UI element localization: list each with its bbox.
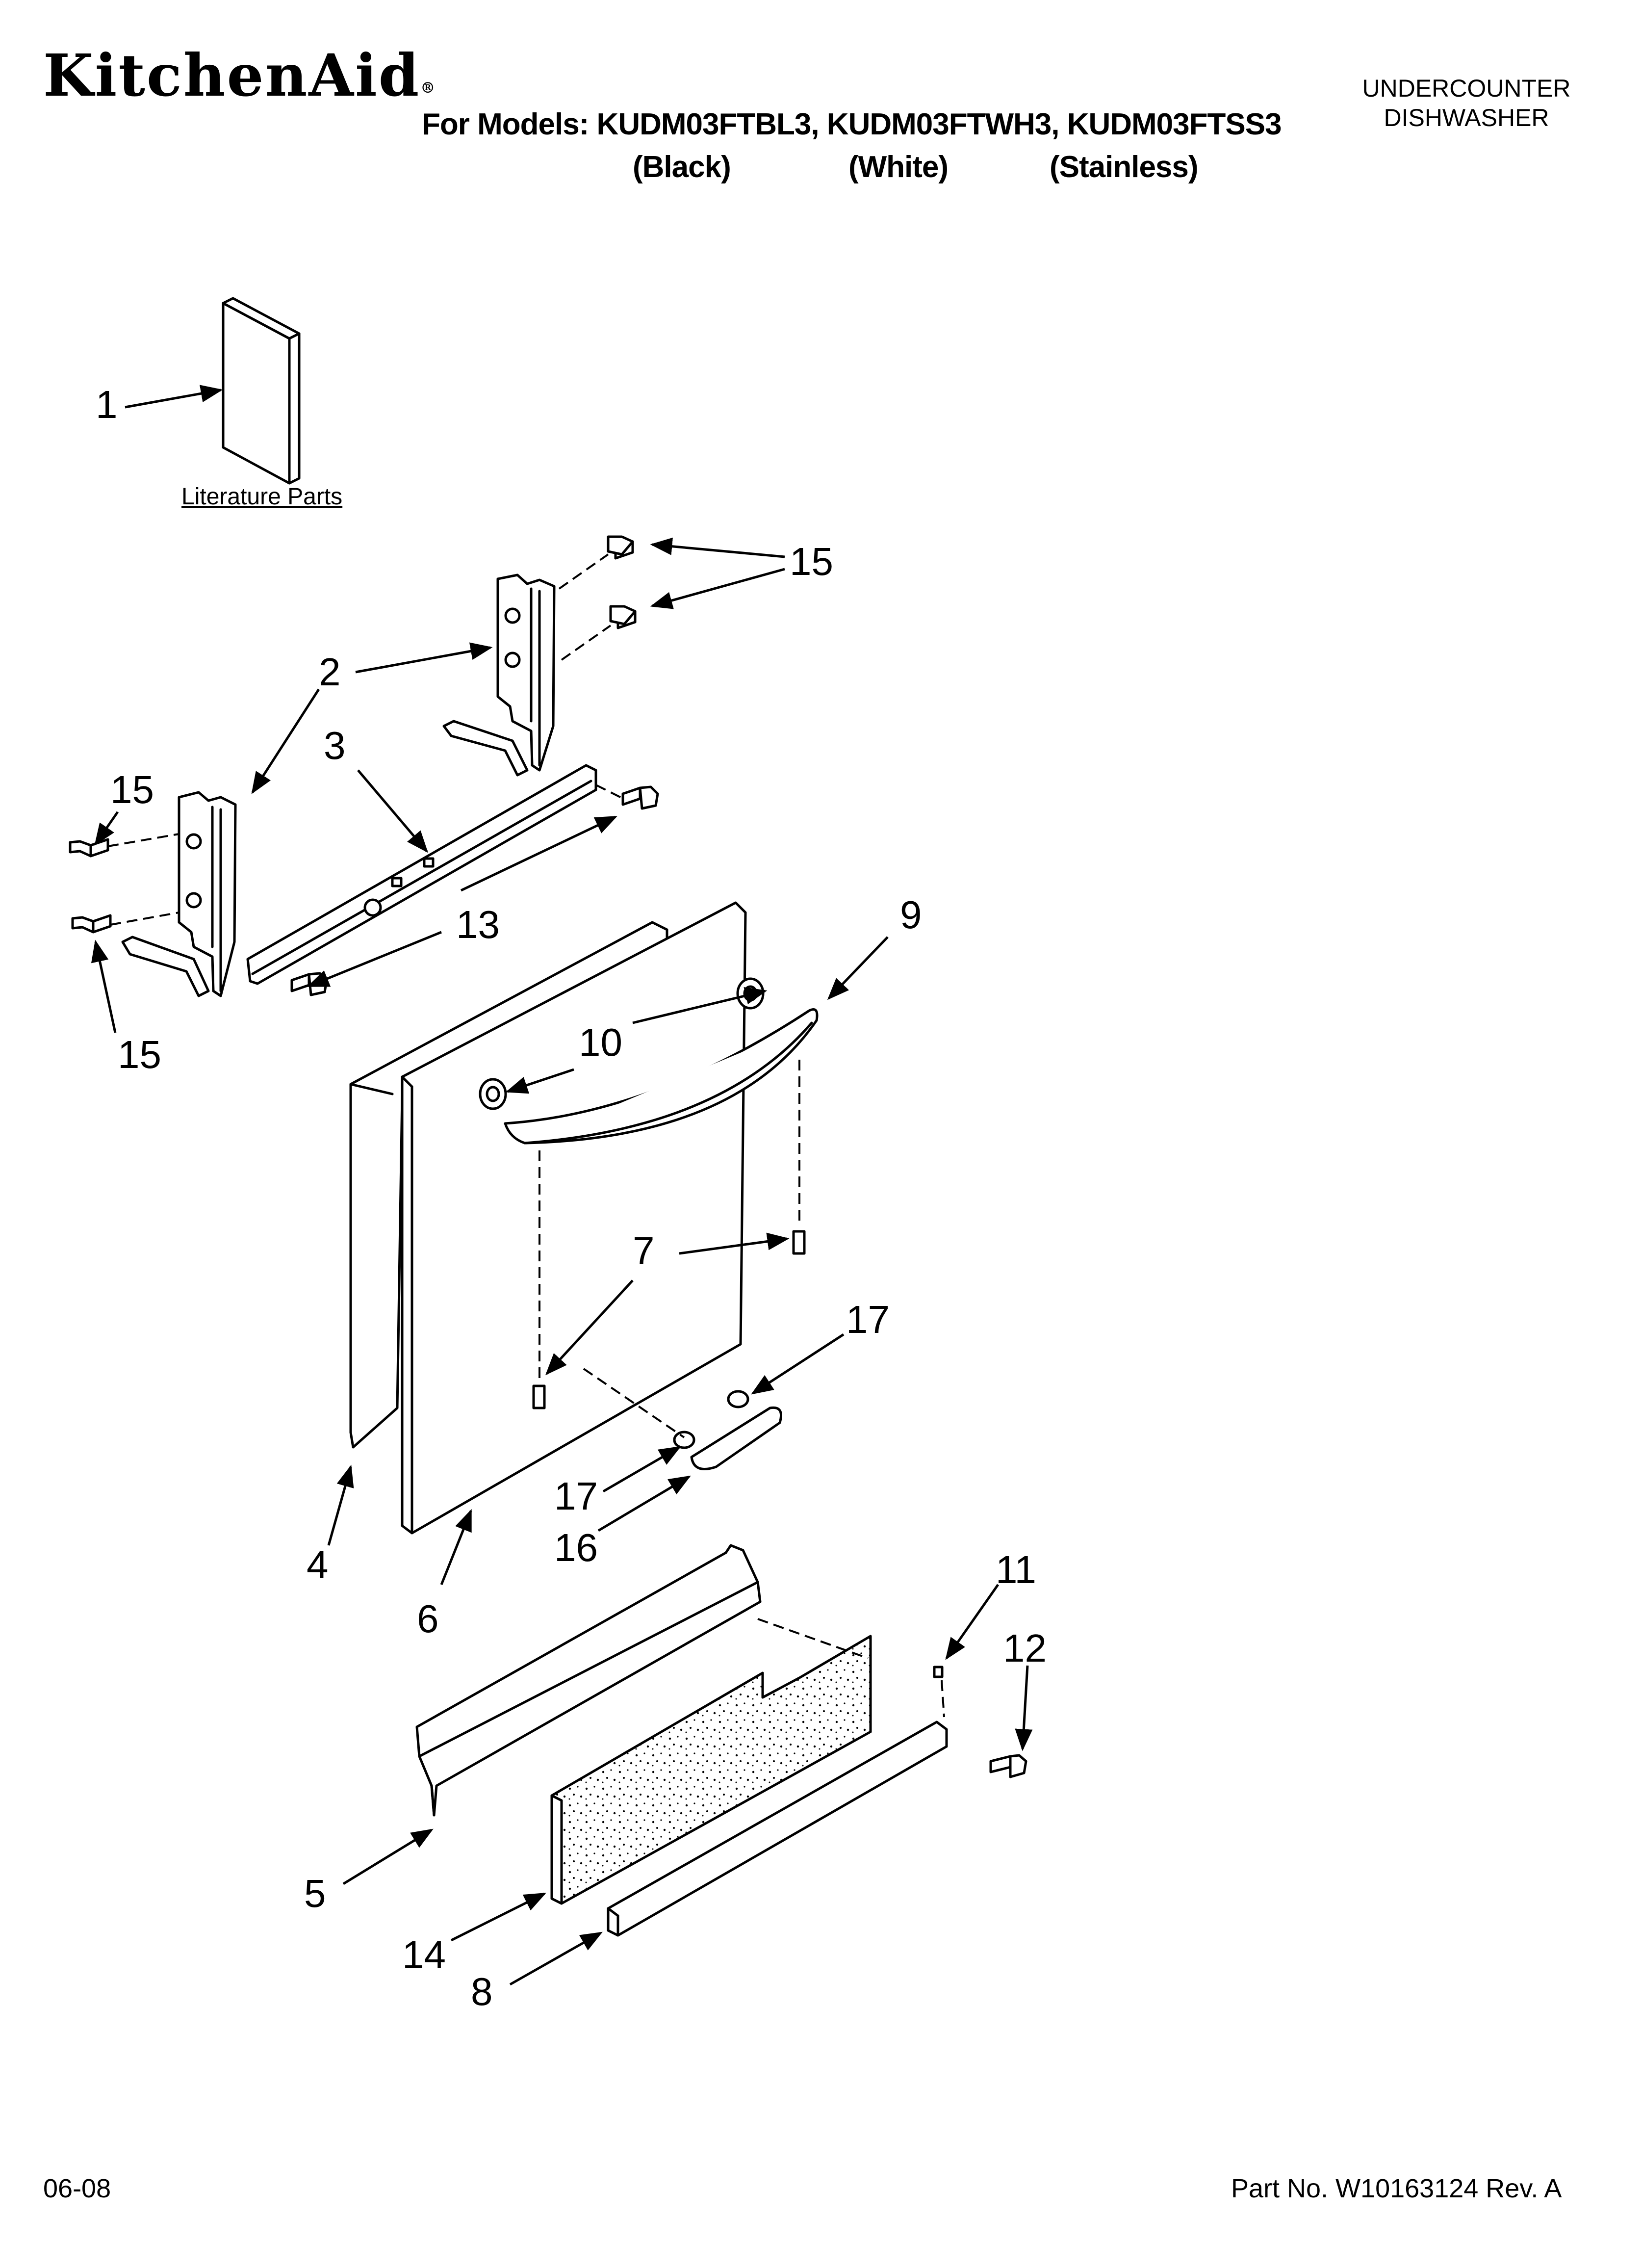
callout-1: 1 — [96, 383, 118, 426]
callout-14: 14 — [402, 1933, 446, 1977]
handle-spacer-lower — [479, 1078, 507, 1110]
door-handle — [504, 1008, 819, 1145]
callout-9: 9 — [900, 893, 922, 937]
footer-part-number: Part No. W10163124 Rev. A — [1231, 2174, 1562, 2203]
mounting-bracket-right — [442, 574, 556, 777]
screw-13-right — [621, 785, 659, 810]
callout-17-right: 17 — [846, 1298, 890, 1341]
product-type-line-2: DISHWASHER — [1384, 104, 1549, 131]
callout-12: 12 — [1003, 1626, 1047, 1670]
brand-logo: KitchenAid® — [43, 47, 436, 104]
screw-15-left-a — [69, 838, 109, 858]
outer-door-panel — [401, 901, 747, 1535]
callout-13: 13 — [456, 903, 500, 946]
callout-16: 16 — [554, 1526, 598, 1569]
literature-parts-label: Literature Parts — [181, 484, 343, 510]
callout-15-upper: 15 — [790, 540, 833, 583]
product-type: UNDERCOUNTER DISHWASHER — [1344, 74, 1589, 132]
screw-12 — [989, 1754, 1027, 1778]
kick-plate-strip — [607, 1721, 948, 1937]
stud-7-right — [792, 1230, 806, 1255]
callout-17-left: 17 — [554, 1474, 598, 1518]
screw-13-left — [290, 972, 328, 996]
variant-stainless: (Stainless) — [1050, 150, 1199, 184]
clip-11 — [933, 1666, 944, 1678]
callout-10: 10 — [579, 1020, 622, 1064]
brand-registered-mark: ® — [420, 79, 437, 97]
callout-4: 4 — [307, 1543, 329, 1587]
variant-white: (White) — [848, 150, 949, 184]
nut-17-left — [673, 1431, 695, 1449]
callout-5: 5 — [304, 1872, 326, 1915]
foam-insulation — [550, 1635, 872, 1905]
toe-panel — [415, 1544, 762, 1817]
callout-11: 11 — [996, 1548, 1037, 1591]
nut-17-right — [727, 1390, 749, 1408]
variant-black: (Black) — [633, 150, 731, 184]
brand-name: KitchenAid — [43, 41, 421, 109]
callout-6: 6 — [417, 1597, 439, 1641]
callout-2: 2 — [319, 650, 341, 694]
callout-8: 8 — [471, 1970, 493, 2013]
screw-15-left-b — [71, 914, 112, 934]
models-line: For Models: KUDM03FTBL3, KUDM03FTWH3, KU… — [422, 107, 1282, 141]
screw-15-upper-b — [609, 605, 637, 629]
door-rail-bracket — [246, 764, 597, 985]
callout-15-left-lower: 15 — [118, 1033, 161, 1076]
mounting-bracket-left — [121, 791, 237, 997]
stud-7-left — [532, 1384, 546, 1409]
screw-15-upper-a — [607, 535, 634, 560]
badge-trim-piece — [690, 1406, 782, 1470]
literature-booklet — [222, 297, 301, 485]
footer-date: 06-08 — [43, 2174, 111, 2203]
callout-15-left-upper: 15 — [110, 768, 154, 811]
callout-7: 7 — [633, 1229, 655, 1273]
product-type-line-1: UNDERCOUNTER — [1362, 75, 1571, 102]
callout-3: 3 — [324, 724, 346, 767]
